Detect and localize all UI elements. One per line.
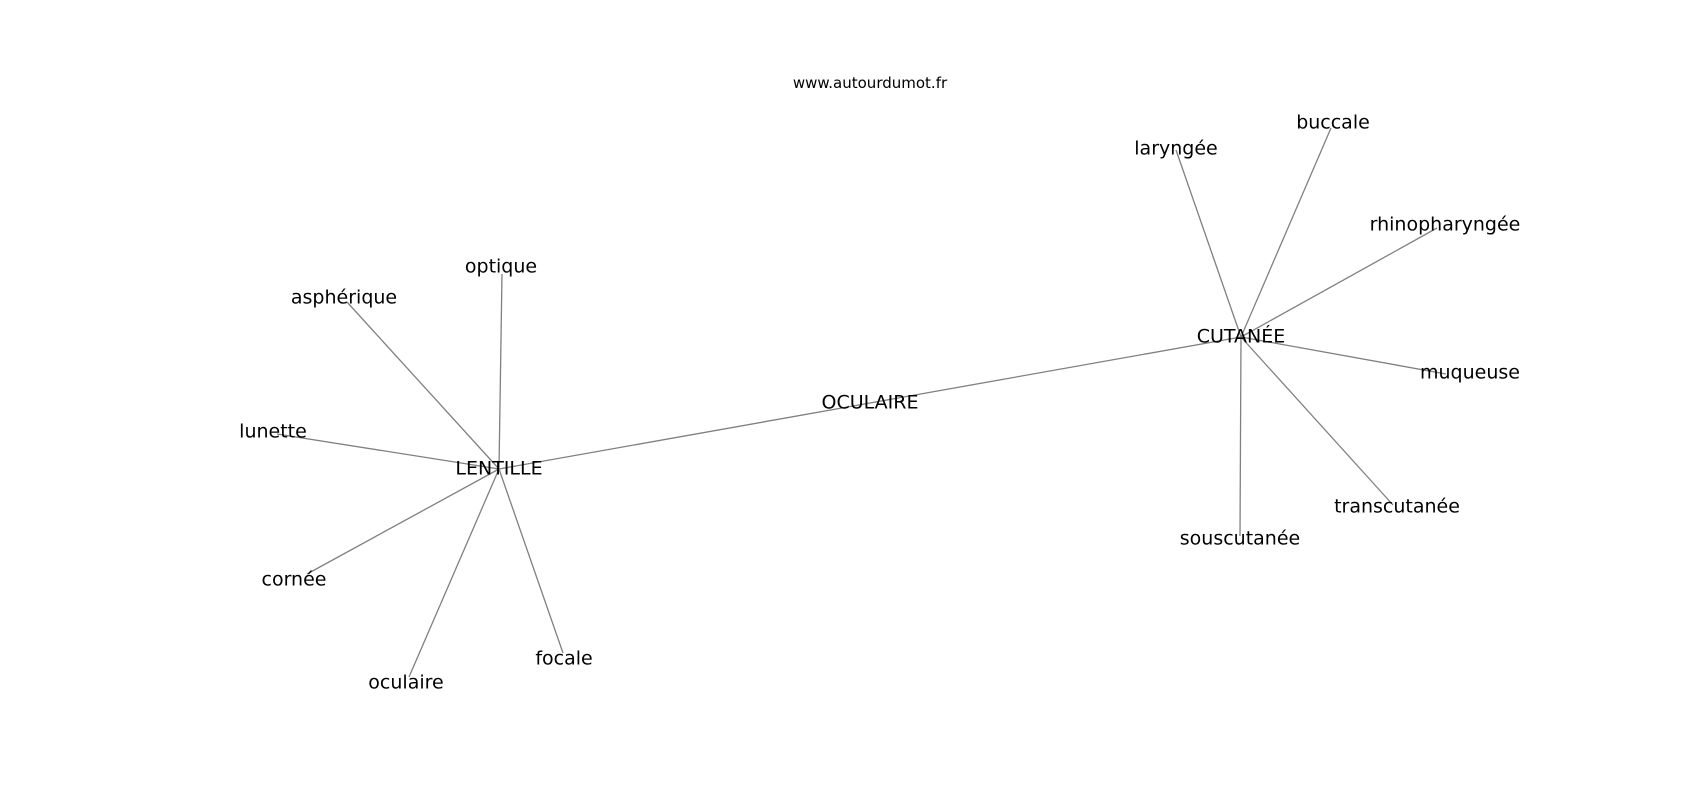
edge-cutanee-laryngee xyxy=(1175,149,1242,338)
edge-cutanee-buccale xyxy=(1240,127,1332,338)
node-optique[interactable]: optique xyxy=(465,256,537,278)
edge-cutanee-muqueuse xyxy=(1240,336,1447,375)
edge-lentille-oculaire_hub xyxy=(498,402,871,470)
edge-lentille-optique xyxy=(498,273,503,470)
edge-lentille-cornee xyxy=(306,468,500,575)
edge-cutanee-transcutanee xyxy=(1240,336,1394,506)
watermark: www.autourdumot.fr xyxy=(793,74,948,92)
node-oculaire_hub[interactable]: OCULAIRE xyxy=(822,392,919,414)
node-layer: OCULAIRE LENTILLE CUTANÉE optique asphérique… xyxy=(239,112,1520,694)
node-cutanee[interactable]: CUTANÉE xyxy=(1197,325,1286,348)
edge-lentille-lunette xyxy=(276,433,500,470)
edge-cutanee-rhinopharyngee xyxy=(1240,227,1438,338)
node-muqueuse[interactable]: muqueuse xyxy=(1420,362,1520,384)
node-souscutanee[interactable]: souscutanée xyxy=(1180,528,1300,550)
node-cornee[interactable]: cornée xyxy=(262,569,327,591)
node-lunette[interactable]: lunette xyxy=(239,421,307,443)
node-transcutanee[interactable]: transcutanée xyxy=(1334,496,1460,518)
node-buccale[interactable]: buccale xyxy=(1296,112,1370,134)
edge-cutanee-souscutanee xyxy=(1239,336,1242,537)
node-rhinopharyngee[interactable]: rhinopharyngée xyxy=(1370,214,1521,236)
node-laryngee[interactable]: laryngée xyxy=(1134,138,1217,160)
edge-layer xyxy=(276,127,1447,678)
node-oculaire[interactable]: oculaire xyxy=(368,672,443,694)
edge-lentille-aspherique xyxy=(346,301,500,470)
edge-lentille-oculaire xyxy=(408,468,500,678)
edge-lentille-focale xyxy=(498,468,564,654)
node-lentille[interactable]: LENTILLE xyxy=(455,458,542,480)
edge-oculaire_hub-cutanee xyxy=(869,336,1242,404)
node-aspherique[interactable]: asphérique xyxy=(291,287,397,309)
node-focale[interactable]: focale xyxy=(535,648,592,670)
